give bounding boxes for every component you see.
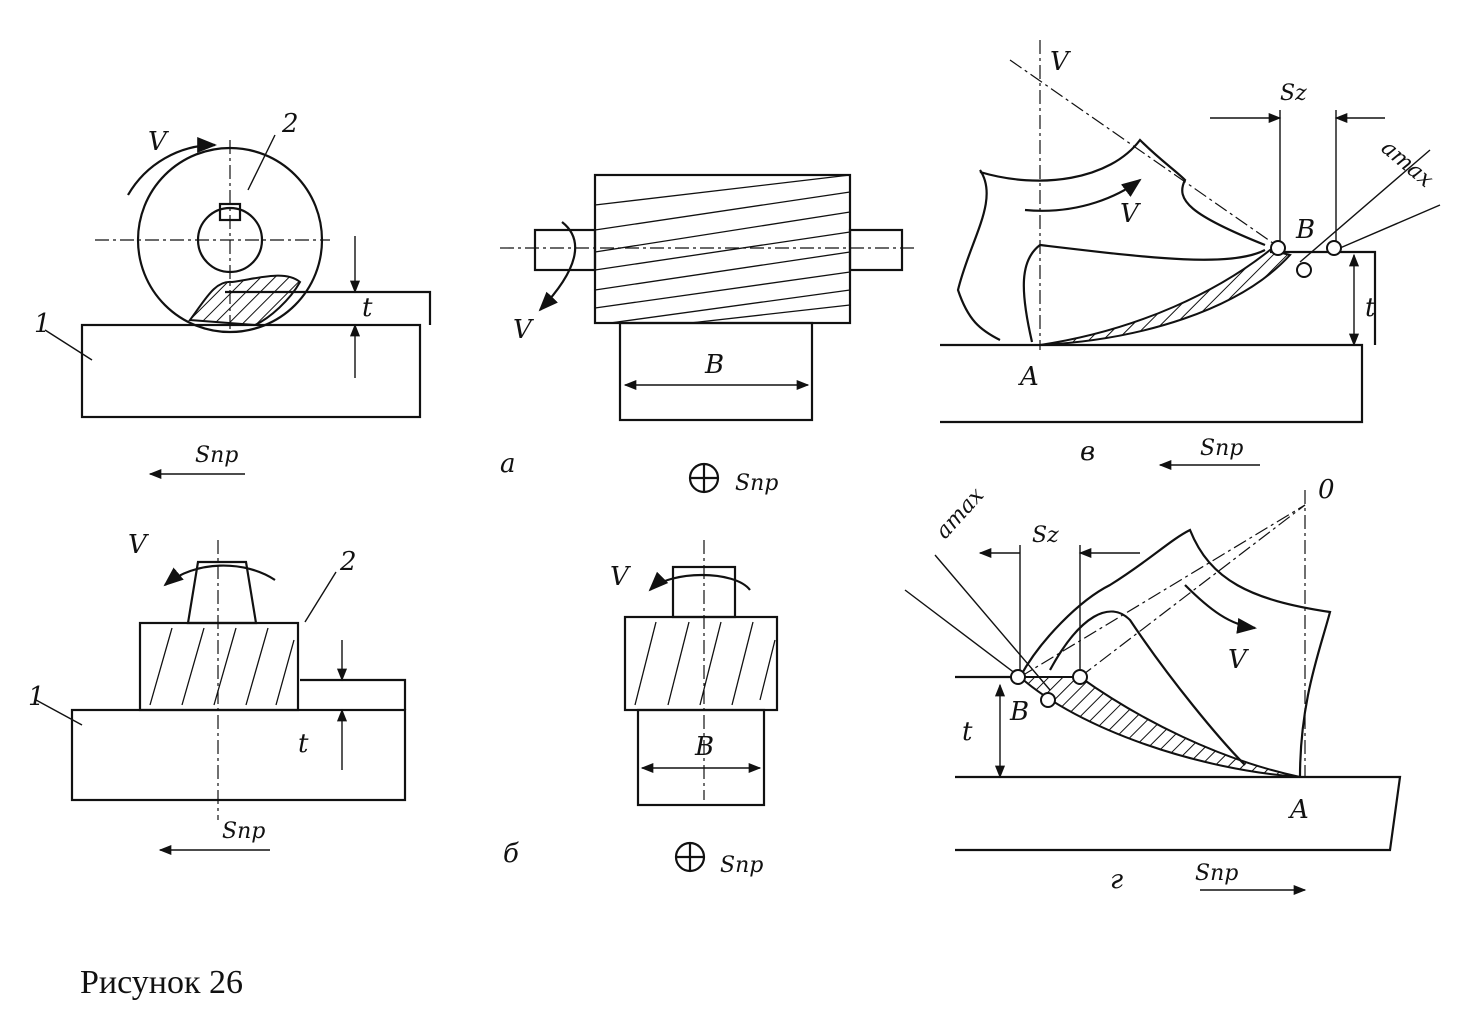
chip-v [1039, 248, 1292, 346]
cutter-label: 2 [281, 109, 299, 139]
workpiece-front-b [636, 708, 766, 807]
panel-letter-a: а [500, 449, 516, 479]
cutter-label-b: 2 [339, 547, 357, 577]
feed-label-b: Sпр [222, 819, 265, 844]
velocity-label-v: V [1120, 199, 1141, 229]
depth-label-b: t [298, 729, 309, 759]
feed-label: Sпр [195, 443, 238, 468]
panel-v-up-milling: V V A B t Sz amax Sпр в [940, 40, 1441, 471]
feed-label-v: Sпр [1200, 436, 1243, 461]
workpiece-label-b: 1 [28, 682, 45, 712]
rotation-arrow-bf [648, 571, 751, 592]
panel-letter-g: г [1110, 865, 1123, 895]
workpiece-body [80, 323, 422, 419]
velocity-label: V [148, 127, 169, 157]
rotation-arrow-front [538, 221, 577, 312]
feed-label-front: Sпр [735, 471, 778, 496]
width-label: B [704, 350, 724, 380]
panel-g-down-milling: 0 V A B t Sz amax Sпр г [904, 475, 1402, 896]
feed-label-bf: Sпр [720, 853, 763, 878]
tooth-feed-g: Sz [1032, 523, 1059, 548]
depth-label: t [362, 293, 373, 323]
tooth-feed-v: Sz [1280, 81, 1307, 106]
workpiece-front [618, 321, 814, 422]
workpiece-g [955, 775, 1402, 852]
amax-label-v: amax [1376, 135, 1438, 193]
panel-a-front-view: V B Sпр а [500, 173, 915, 496]
amax-label-g: amax [931, 483, 990, 544]
panel-b-side-view: V 2 1 t Sпр [28, 530, 407, 856]
cutter-break-left [956, 169, 1001, 341]
panel-b-front-view: V B Sпр б [503, 540, 779, 878]
panel-letter-v: в [1080, 437, 1095, 467]
face-mill-front [623, 615, 779, 712]
figure-caption: Рисунок 26 [80, 964, 243, 1001]
point-a-v: A [1018, 362, 1039, 392]
depth-label-v: t [1365, 293, 1376, 323]
arbor-left [533, 228, 597, 272]
arbor-right [848, 228, 904, 272]
chip-section [188, 274, 302, 327]
workpiece-step-b [300, 678, 407, 710]
point-a-g: A [1288, 795, 1309, 825]
cutter-outline [979, 138, 1266, 247]
velocity-label-b: V [128, 530, 149, 560]
width-label-b: B [694, 732, 714, 762]
workpiece-label: 1 [34, 309, 51, 339]
feed-label-g: Sпр [1195, 861, 1238, 886]
center-label-v: V [1050, 47, 1071, 77]
point-b-g: B [1009, 697, 1029, 727]
point-b-v: B [1295, 215, 1315, 245]
workpiece-body-b [70, 708, 407, 802]
rotation-arrow-b [163, 564, 276, 587]
velocity-label-front: V [513, 315, 534, 345]
panel-letter-b: б [503, 839, 519, 869]
velocity-label-g: V [1228, 645, 1249, 675]
face-mill [138, 621, 300, 712]
velocity-label-bf: V [610, 562, 631, 592]
workpiece-v [940, 343, 1364, 424]
cutter-outline-g [1019, 528, 1332, 778]
rotation-arrow [127, 137, 217, 196]
shank [186, 560, 258, 625]
depth-label-g: t [962, 717, 973, 747]
chip-g [1017, 676, 1301, 778]
center-label-g: 0 [1318, 475, 1335, 505]
panel-a-side-view: V 2 1 t Sпр [34, 109, 432, 480]
